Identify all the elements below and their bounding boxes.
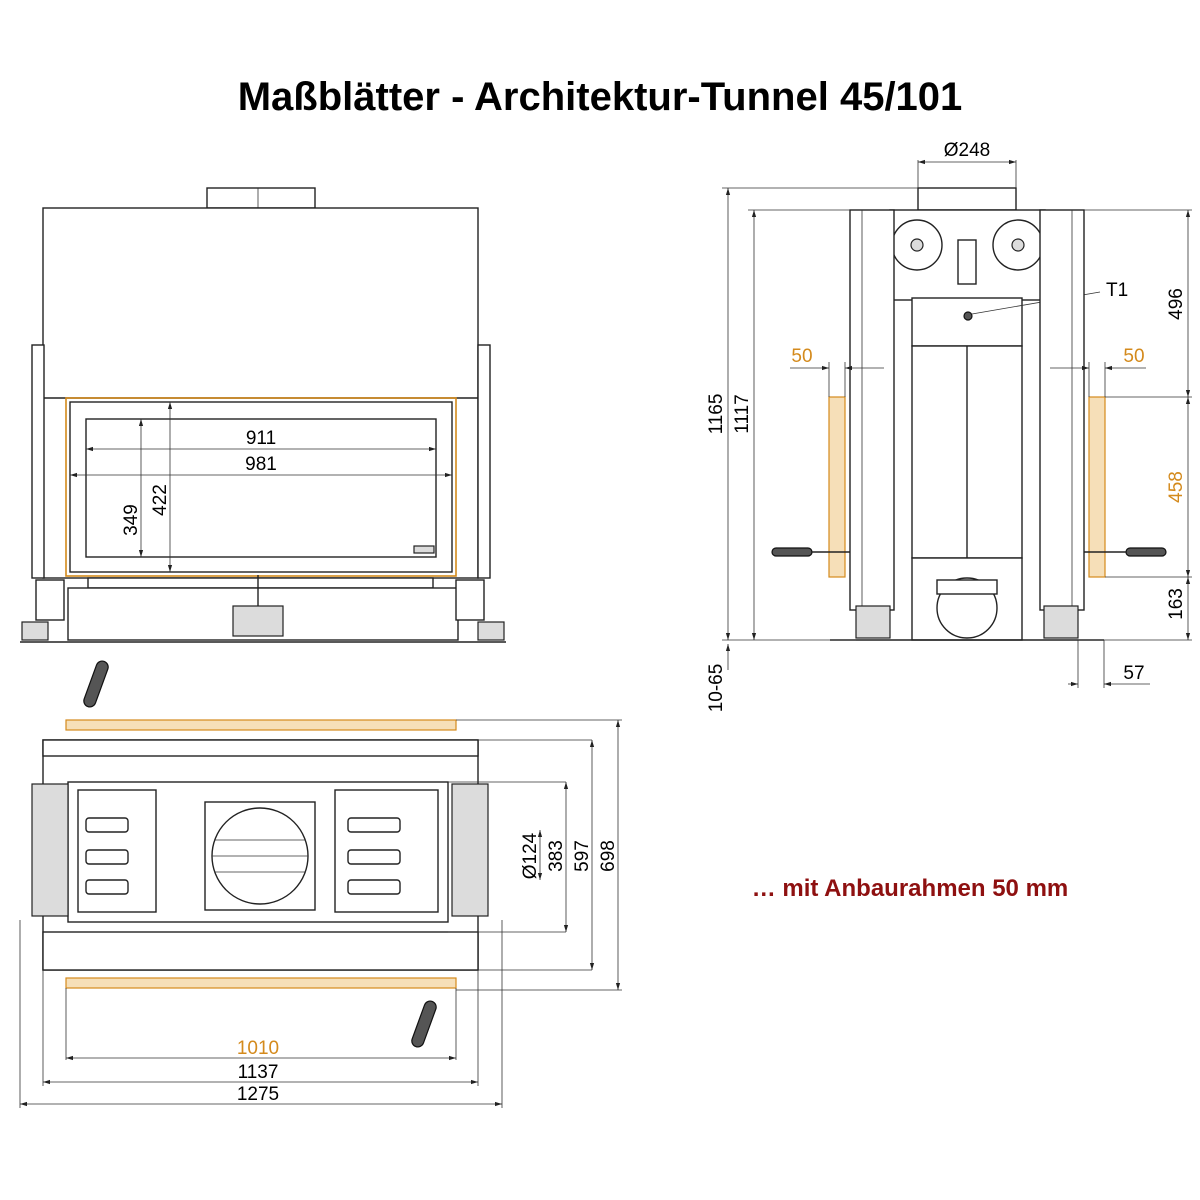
adjustable-foot-left	[21, 621, 49, 641]
dim-depth-total: 698	[598, 840, 619, 872]
lever-left	[771, 547, 813, 557]
attachment-frame-orange	[65, 397, 457, 577]
top-view: Ø124 383 597 698 1010 1137 1275	[19, 660, 622, 1108]
attachment-frame-left	[828, 396, 846, 578]
dim-body-height: 1117	[732, 394, 753, 433]
dim-frame-right: 50	[1123, 346, 1144, 367]
sheet-title: Maßblätter - Architektur-Tunnel 45/101	[238, 75, 963, 119]
attachment-frame-note: … mit Anbaurahmen 50 mm	[752, 875, 1069, 902]
dim-base-height: 163	[1166, 588, 1187, 620]
side-frame-right	[1039, 209, 1085, 611]
flue-collar	[206, 187, 316, 209]
door-handle	[413, 545, 435, 554]
marker-t1-point	[963, 311, 973, 321]
adjustable-foot-right	[477, 621, 505, 641]
dim-outer-width: 981	[245, 454, 277, 475]
side-view: Ø248 T1 1165 111	[706, 140, 1192, 712]
dim-top-flue-diameter: Ø124	[520, 832, 541, 879]
dim-total-height: 1165	[706, 394, 727, 435]
dim-top-height: 496	[1166, 288, 1187, 320]
dim-frame-left: 50	[791, 346, 812, 367]
air-regulator	[232, 605, 284, 637]
top-frame-front	[65, 977, 457, 989]
dim-foot-adjust: 10-65	[706, 664, 727, 713]
dim-width-frame: 1010	[237, 1038, 279, 1059]
glass-door	[85, 418, 437, 558]
front-view: 911 981 349 422	[20, 187, 506, 643]
flue-socket	[917, 187, 1017, 211]
dim-depth-inner: 383	[546, 840, 567, 872]
dim-width-body: 1137	[238, 1062, 279, 1083]
dim-depth-body: 597	[572, 840, 593, 872]
side-frame-left	[849, 209, 895, 611]
dim-foot-width: 57	[1123, 663, 1144, 684]
dim-width-total: 1275	[237, 1084, 279, 1105]
dim-flue-diameter: Ø248	[944, 140, 990, 161]
dim-inner-width: 911	[246, 428, 276, 449]
top-frame-rear	[65, 719, 457, 731]
firebox-housing	[42, 207, 479, 579]
lever-right	[1125, 547, 1167, 557]
top-lever-left	[83, 660, 109, 708]
marker-t1-label: T1	[1106, 280, 1128, 301]
top-lever-right	[411, 1000, 437, 1048]
dim-inner-height: 349	[121, 504, 142, 536]
attachment-frame-right	[1088, 396, 1106, 578]
dim-frame-height: 458	[1166, 471, 1187, 503]
dim-outer-height: 422	[150, 484, 171, 516]
